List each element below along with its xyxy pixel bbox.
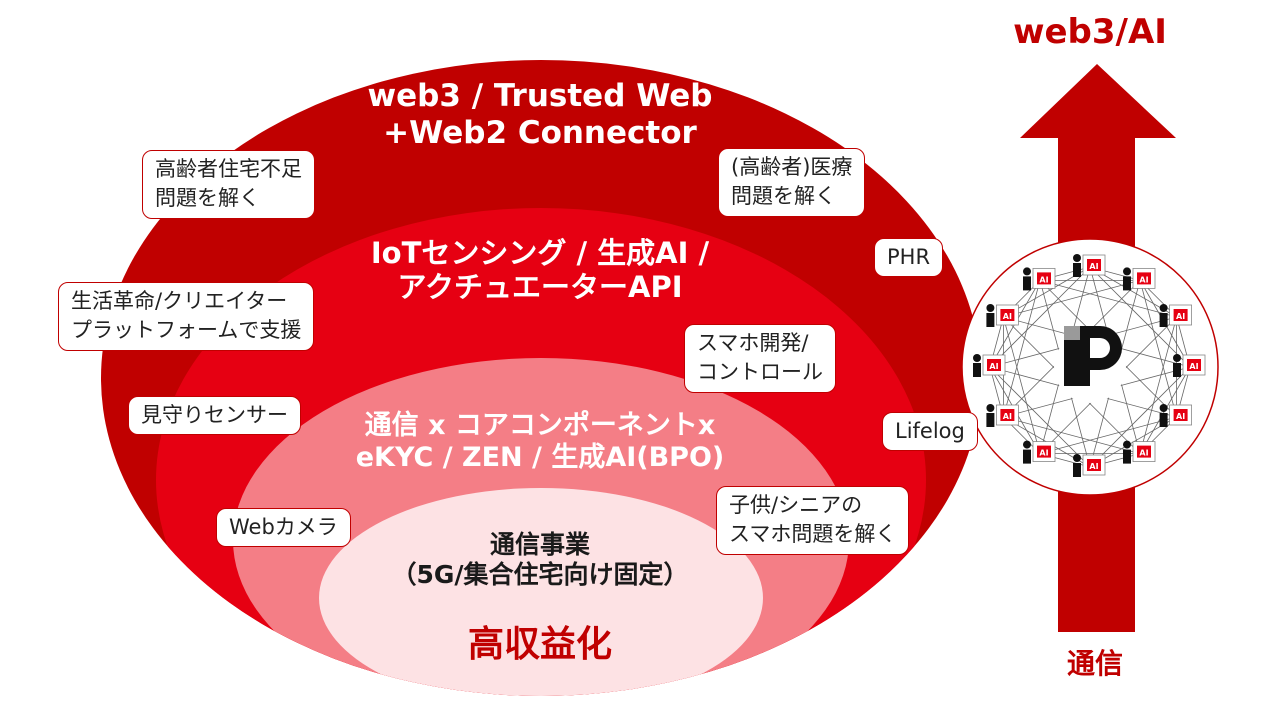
- callout-smartphone-dev-line1: スマホ開発/: [697, 331, 809, 355]
- inner-layer-title: 通信 x コアコンポーネントx eKYC / ZEN / 生成AI(BPO): [290, 410, 790, 474]
- person-at-terminal-icon: AI: [1073, 454, 1106, 477]
- callout-watch-sensor: 見守りセンサー: [128, 396, 301, 436]
- callout-phr-line1: PHR: [887, 245, 931, 269]
- tp-logo-icon: [1054, 326, 1126, 403]
- core-layer-title: 通信事業 （5G/集合住宅向け固定）: [330, 530, 750, 589]
- person-at-terminal-icon: AI: [1159, 304, 1193, 327]
- callout-watch-sensor-line1: 見守りセンサー: [141, 403, 288, 427]
- middle-layer-title-line1: IoTセンシング / 生成AI /: [370, 236, 710, 270]
- middle-layer-title-line2: アクチュエーターAPI: [397, 270, 683, 305]
- core-layer-title-line1: 通信事業: [489, 530, 590, 559]
- mesh-link: [989, 266, 1091, 368]
- callout-lifestyle-line2: プラットフォームで支援: [71, 318, 302, 343]
- person-at-terminal-icon: AI: [1023, 267, 1056, 291]
- mesh-link: [1139, 280, 1177, 418]
- ai-node-label: AI: [1089, 262, 1098, 271]
- person-at-terminal-icon: AI: [1023, 440, 1056, 464]
- mesh-link: [1039, 280, 1177, 318]
- person-at-terminal-icon: AI: [1123, 267, 1156, 291]
- ai-node-label: AI: [1003, 412, 1012, 421]
- core-layer-title-line2: （5G/集合住宅向け固定）: [391, 559, 689, 589]
- ai-node-label: AI: [1039, 275, 1048, 284]
- inner-layer-title-line2: eKYC / ZEN / 生成AI(BPO): [355, 441, 725, 473]
- callout-child-senior-line2: スマホ問題を解く: [729, 522, 897, 547]
- callout-smartphone-dev-line2: コントロール: [697, 360, 823, 385]
- mesh-link: [1089, 266, 1191, 368]
- callout-lifelog: Lifelog: [882, 412, 978, 452]
- person-at-terminal-icon: AI: [1123, 440, 1156, 464]
- callout-elderly-housing: 高齢者住宅不足 問題を解く: [142, 150, 315, 219]
- arrow-bottom-label: 通信: [1066, 647, 1123, 680]
- ai-node-label: AI: [1089, 462, 1098, 471]
- callout-elderly-housing-line2: 問題を解く: [155, 186, 260, 211]
- ai-node-label: AI: [1139, 275, 1148, 284]
- core-accent-label: 高収益化: [467, 624, 612, 665]
- mesh-link: [1039, 416, 1177, 454]
- ai-node-label: AI: [989, 362, 998, 371]
- mesh-link: [1139, 316, 1177, 454]
- callout-elderly-medical-line2: 問題を解く: [731, 184, 836, 209]
- core-layer-ellipse: [319, 488, 763, 696]
- mesh-link: [1003, 316, 1041, 454]
- ai-node-label: AI: [1189, 362, 1198, 371]
- ai-node-label: AI: [1176, 312, 1185, 321]
- mesh-link: [1003, 416, 1141, 454]
- callout-webcam: Webカメラ: [216, 508, 351, 548]
- callout-phr: PHR: [874, 238, 944, 278]
- callout-smartphone-dev: スマホ開発/ コントロール: [684, 324, 836, 393]
- ai-node-label: AI: [1003, 312, 1012, 321]
- mesh-link: [989, 366, 1091, 468]
- middle-layer-title: IoTセンシング / 生成AI / アクチュエーターAPI: [280, 236, 800, 304]
- callout-lifestyle-line1: 生活革命/クリエイター: [71, 289, 288, 313]
- outer-layer-title-line1: web3 / Trusted Web: [367, 78, 713, 114]
- callout-elderly-housing-line1: 高齢者住宅不足: [155, 157, 302, 181]
- outer-layer-title: web3 / Trusted Web +Web2 Connector: [300, 78, 780, 151]
- callout-lifestyle: 生活革命/クリエイター プラットフォームで支援: [58, 282, 315, 351]
- mesh-link: [1089, 366, 1191, 468]
- person-at-terminal-icon: AI: [986, 404, 1019, 427]
- ai-node-label: AI: [1039, 449, 1048, 458]
- callout-child-senior-line1: 子供/シニアの: [729, 493, 863, 517]
- ai-node-label: AI: [1139, 449, 1148, 458]
- person-at-terminal-icon: AI: [1073, 254, 1106, 277]
- outer-layer-title-line2: +Web2 Connector: [383, 114, 697, 151]
- person-at-terminal-icon: AI: [1159, 404, 1193, 427]
- inner-layer-title-line1: 通信 x コアコンポーネントx: [364, 410, 716, 441]
- mesh-link: [1003, 280, 1141, 318]
- network-badge: AI AI AI AI AI AI AI AI AI AI AI AI: [961, 238, 1219, 496]
- arrow-top-label: web3/AI: [1013, 12, 1167, 52]
- person-at-terminal-icon: AI: [973, 354, 1006, 377]
- person-at-terminal-icon: AI: [986, 304, 1019, 327]
- callout-webcam-line1: Webカメラ: [229, 515, 338, 539]
- callout-elderly-medical: (高齢者)医療 問題を解く: [718, 148, 866, 217]
- callout-child-senior: 子供/シニアの スマホ問題を解く: [716, 486, 910, 555]
- callout-elderly-medical-line1: (高齢者)医療: [731, 155, 853, 179]
- ai-node-label: AI: [1176, 412, 1185, 421]
- person-at-terminal-icon: AI: [1173, 354, 1206, 377]
- callout-lifelog-line1: Lifelog: [895, 419, 965, 443]
- mesh-link: [1003, 280, 1041, 418]
